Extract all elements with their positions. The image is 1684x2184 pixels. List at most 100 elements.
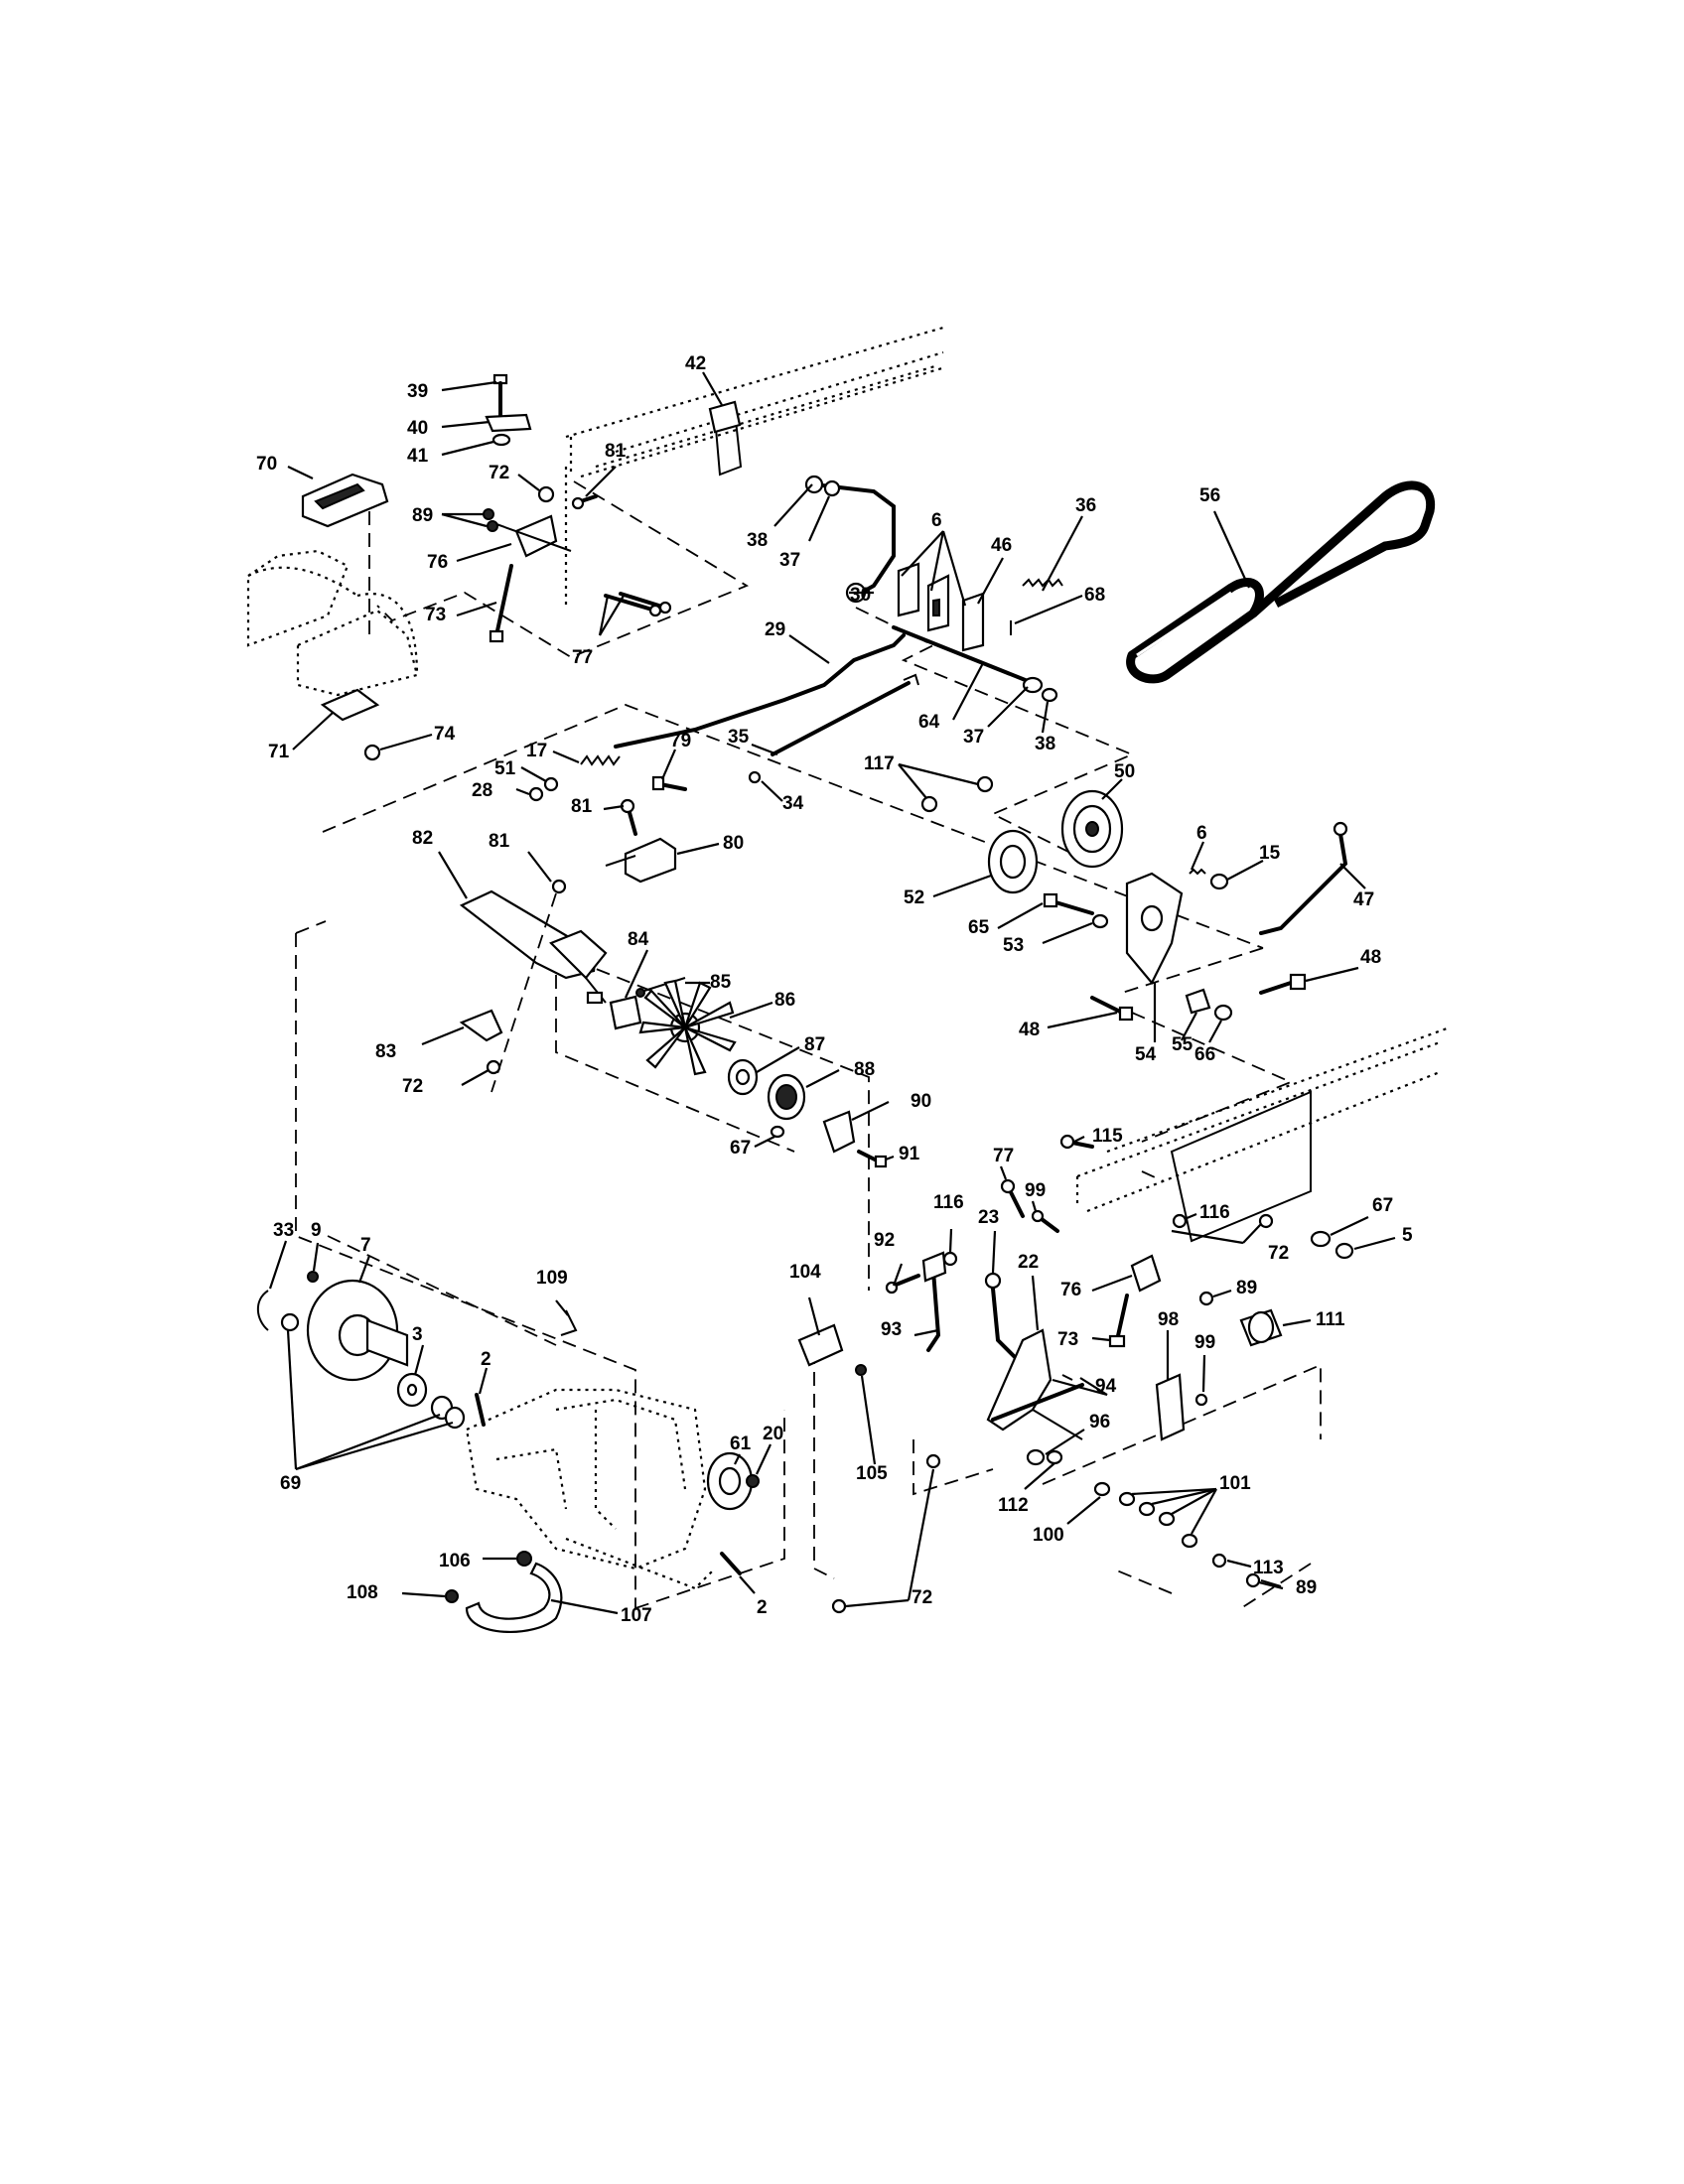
callout-65: 65 [968,917,990,938]
callout-72-bottom: 72 [912,1587,932,1608]
callout-42: 42 [685,353,706,374]
part-67-washer-b [1310,1230,1332,1248]
part-73-bolt-b [1108,1294,1129,1348]
callout-17: 17 [526,741,547,761]
callout-72-top: 72 [489,463,509,483]
callout-53: 53 [1003,935,1024,956]
callout-48-right: 48 [1360,947,1381,968]
part-36-spring [1022,578,1063,588]
part-5-nut [1334,1242,1354,1260]
part-52-pulley [987,829,1039,894]
callout-116: 116 [1199,1202,1230,1223]
callout-89-top: 89 [412,505,433,526]
part-53-washer [1091,913,1109,929]
part-55-spacer [1185,988,1211,1015]
callout-30: 30 [850,585,871,606]
part-47-rod [1259,821,1348,935]
callout-77-low: 77 [993,1146,1014,1166]
part-69-washer-a [280,1312,300,1332]
part-48-bolt-a [1259,973,1307,995]
callout-83: 83 [375,1041,396,1062]
part-83-bracket [459,1009,503,1042]
part-64-shaft [892,625,1035,685]
callout-76-low: 76 [1060,1280,1081,1300]
callout-87: 87 [804,1034,825,1055]
part-33-clip [256,1290,269,1331]
callout-33: 33 [273,1220,294,1241]
part-89-nut [1198,1291,1214,1306]
callout-labels: 39 40 41 42 70 72 81 89 76 73 77 38 37 6… [256,353,1413,1626]
part-61-pulley [706,1451,754,1511]
part-117-washer-a [920,795,938,813]
part-89-nut-b [1245,1572,1261,1588]
callout-92: 92 [874,1230,895,1251]
callout-112: 112 [998,1495,1029,1516]
part-29-rod [614,633,906,749]
callout-51: 51 [494,758,516,779]
part-109-pin [560,1309,578,1336]
part-99-bolt [1031,1209,1059,1233]
part-7-hub [306,1279,409,1382]
callout-56: 56 [1199,485,1220,506]
callout-80: 80 [723,833,744,854]
part-91-bolt [857,1150,888,1168]
callout-29: 29 [765,619,785,640]
part-37-washer [1022,676,1044,694]
transaxle-housing [465,1388,716,1590]
part-2-key-a [475,1393,486,1427]
part-115-bolt [1059,1134,1094,1150]
callout-36: 36 [1075,495,1096,516]
part-82-lever [459,889,608,1005]
callout-34: 34 [782,793,804,814]
callout-64: 64 [918,712,940,733]
part-85-screw [635,988,645,998]
part-93-link [921,1251,947,1352]
callout-7: 7 [360,1235,371,1256]
callout-2-lower: 2 [757,1597,768,1618]
callout-107: 107 [621,1605,652,1626]
callout-76-top: 76 [427,552,448,573]
callout-66: 66 [1194,1044,1215,1065]
part-81-screw [571,494,598,510]
part-50-pulley [1060,789,1124,869]
callout-38-mid: 38 [1035,734,1055,754]
callout-89-mid: 89 [1236,1278,1257,1298]
part-108-cap [445,1589,459,1603]
callout-54: 54 [1135,1044,1157,1065]
callout-117: 117 [864,753,895,774]
callout-89-bottom: 89 [1296,1577,1317,1598]
callout-67-right: 67 [1372,1195,1393,1216]
leader-lines [268,371,1396,1615]
part-72-washer-c [1258,1213,1274,1229]
callout-48-left: 48 [1019,1020,1040,1040]
part-15-washer [1209,873,1229,890]
callout-105: 105 [856,1463,888,1484]
callout-94: 94 [1095,1376,1117,1397]
part-116-nut-b [942,1251,958,1267]
part-42-bushing [708,400,742,434]
callout-81-top: 81 [605,441,627,462]
callout-109: 109 [536,1268,568,1289]
part-20-nut [746,1474,760,1488]
callout-61: 61 [730,1433,752,1454]
callout-72-left: 72 [402,1076,423,1097]
part-94-link [991,1374,1084,1422]
part-41-nut [491,433,511,447]
callout-6-mid: 6 [1196,823,1207,844]
callout-22: 22 [1018,1252,1039,1273]
callout-28: 28 [472,780,492,801]
part-113-nut [1211,1553,1227,1569]
callout-68: 68 [1084,585,1105,606]
callout-9: 9 [311,1220,322,1241]
callout-74: 74 [434,724,456,745]
callout-41: 41 [407,446,429,467]
part-67-washer [770,1125,785,1139]
part-117-washer-b [976,775,994,793]
callout-96: 96 [1089,1412,1110,1433]
part-72-washer-b [486,1059,501,1075]
part-84-bushing [609,995,642,1030]
callout-40: 40 [407,418,428,439]
part-39-bolt [492,373,508,419]
part-35-rod [771,673,919,756]
part-65-bolt [1043,892,1094,915]
